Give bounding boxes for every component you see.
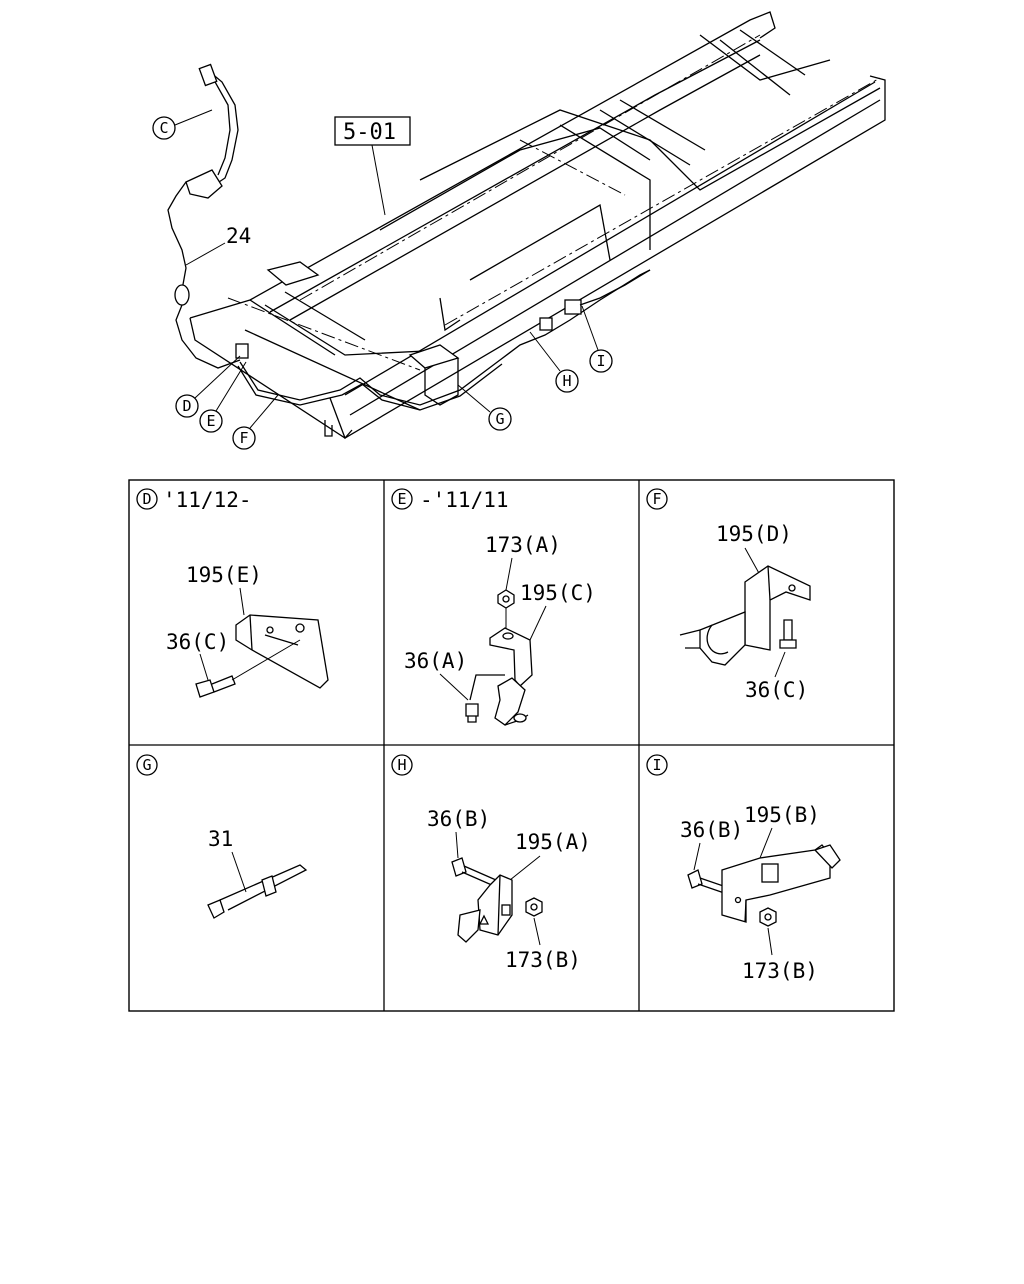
callout-i-letter: I <box>596 352 605 370</box>
bracket-195d <box>679 565 811 666</box>
detail-h-letter: H <box>397 756 406 774</box>
bolt-36c-d <box>195 639 301 698</box>
callout-f: F <box>232 394 279 450</box>
callout-g: G <box>457 384 512 431</box>
nut-173b-h <box>525 897 543 917</box>
detail-e: E -'11/11 173(A) 195(C) 36(A) <box>391 488 596 726</box>
wire-part-number: 24 <box>226 224 251 248</box>
bolt-36c-f <box>779 619 797 649</box>
detail-e-letter: E <box>397 490 406 508</box>
reference-box-5-01: 5-01 <box>334 116 411 216</box>
detail-e-part-2: 195(C) <box>520 581 596 605</box>
callout-c: C <box>152 109 213 140</box>
detail-g: G 31 <box>136 754 308 919</box>
detail-f-part-2: 36(C) <box>745 678 808 702</box>
detail-i-letter: I <box>652 756 661 774</box>
detail-h: H 36(B) 195(A) 173(B) <box>391 754 591 972</box>
detail-h-part-1: 36(B) <box>427 807 490 831</box>
detail-i: I 36(B) 195(B) 173(B) <box>646 754 841 983</box>
detail-f-letter: F <box>652 490 661 508</box>
bracket-195b <box>721 844 841 923</box>
bracket-195e <box>235 614 329 689</box>
callout-d: D <box>175 355 241 418</box>
detail-f-part-1: 195(D) <box>716 522 792 546</box>
callout-d-letter: D <box>182 397 191 415</box>
detail-d-part-2: 36(C) <box>166 630 229 654</box>
detail-d-part-1: 195(E) <box>186 563 262 587</box>
detail-d-title: '11/12- <box>163 488 252 512</box>
callout-e: E <box>199 361 247 433</box>
detail-e-part-1: 173(A) <box>485 533 561 557</box>
callout-c-letter: C <box>159 119 168 137</box>
callout-f-letter: F <box>239 429 248 447</box>
wire-part-label: 24 <box>185 224 251 266</box>
detail-g-part-1: 31 <box>208 827 233 851</box>
nut-173a <box>497 589 515 628</box>
callout-i: I <box>581 305 613 373</box>
reference-box-label: 5-01 <box>343 120 396 145</box>
callout-h: H <box>529 331 579 393</box>
cable-tie-31 <box>207 864 308 919</box>
detail-h-part-2: 195(A) <box>515 830 591 854</box>
detail-g-letter: G <box>142 756 151 774</box>
wire-harness <box>167 63 651 411</box>
detail-d-letter: D <box>142 490 151 508</box>
detail-e-part-3: 36(A) <box>404 649 467 673</box>
detail-e-title: -'11/11 <box>420 488 509 512</box>
bolt-36a <box>465 703 479 723</box>
detail-i-part-3: 173(B) <box>742 959 818 983</box>
detail-i-part-1: 36(B) <box>680 818 743 842</box>
detail-i-part-2: 195(B) <box>744 803 820 827</box>
nut-173b-i <box>759 907 777 927</box>
detail-h-part-3: 173(B) <box>505 948 581 972</box>
detail-grid <box>128 479 895 1012</box>
detail-d: D '11/12- 195(E) 36(C) <box>136 488 329 698</box>
callout-g-letter: G <box>495 410 504 428</box>
bracket-195c <box>469 627 533 726</box>
detail-f: F 195(D) 36(C) <box>646 488 811 702</box>
callout-e-letter: E <box>206 412 215 430</box>
bolt-36b-h <box>451 857 497 887</box>
bracket-195a <box>457 874 513 943</box>
chassis-frame <box>189 11 886 439</box>
callout-h-letter: H <box>562 372 571 390</box>
